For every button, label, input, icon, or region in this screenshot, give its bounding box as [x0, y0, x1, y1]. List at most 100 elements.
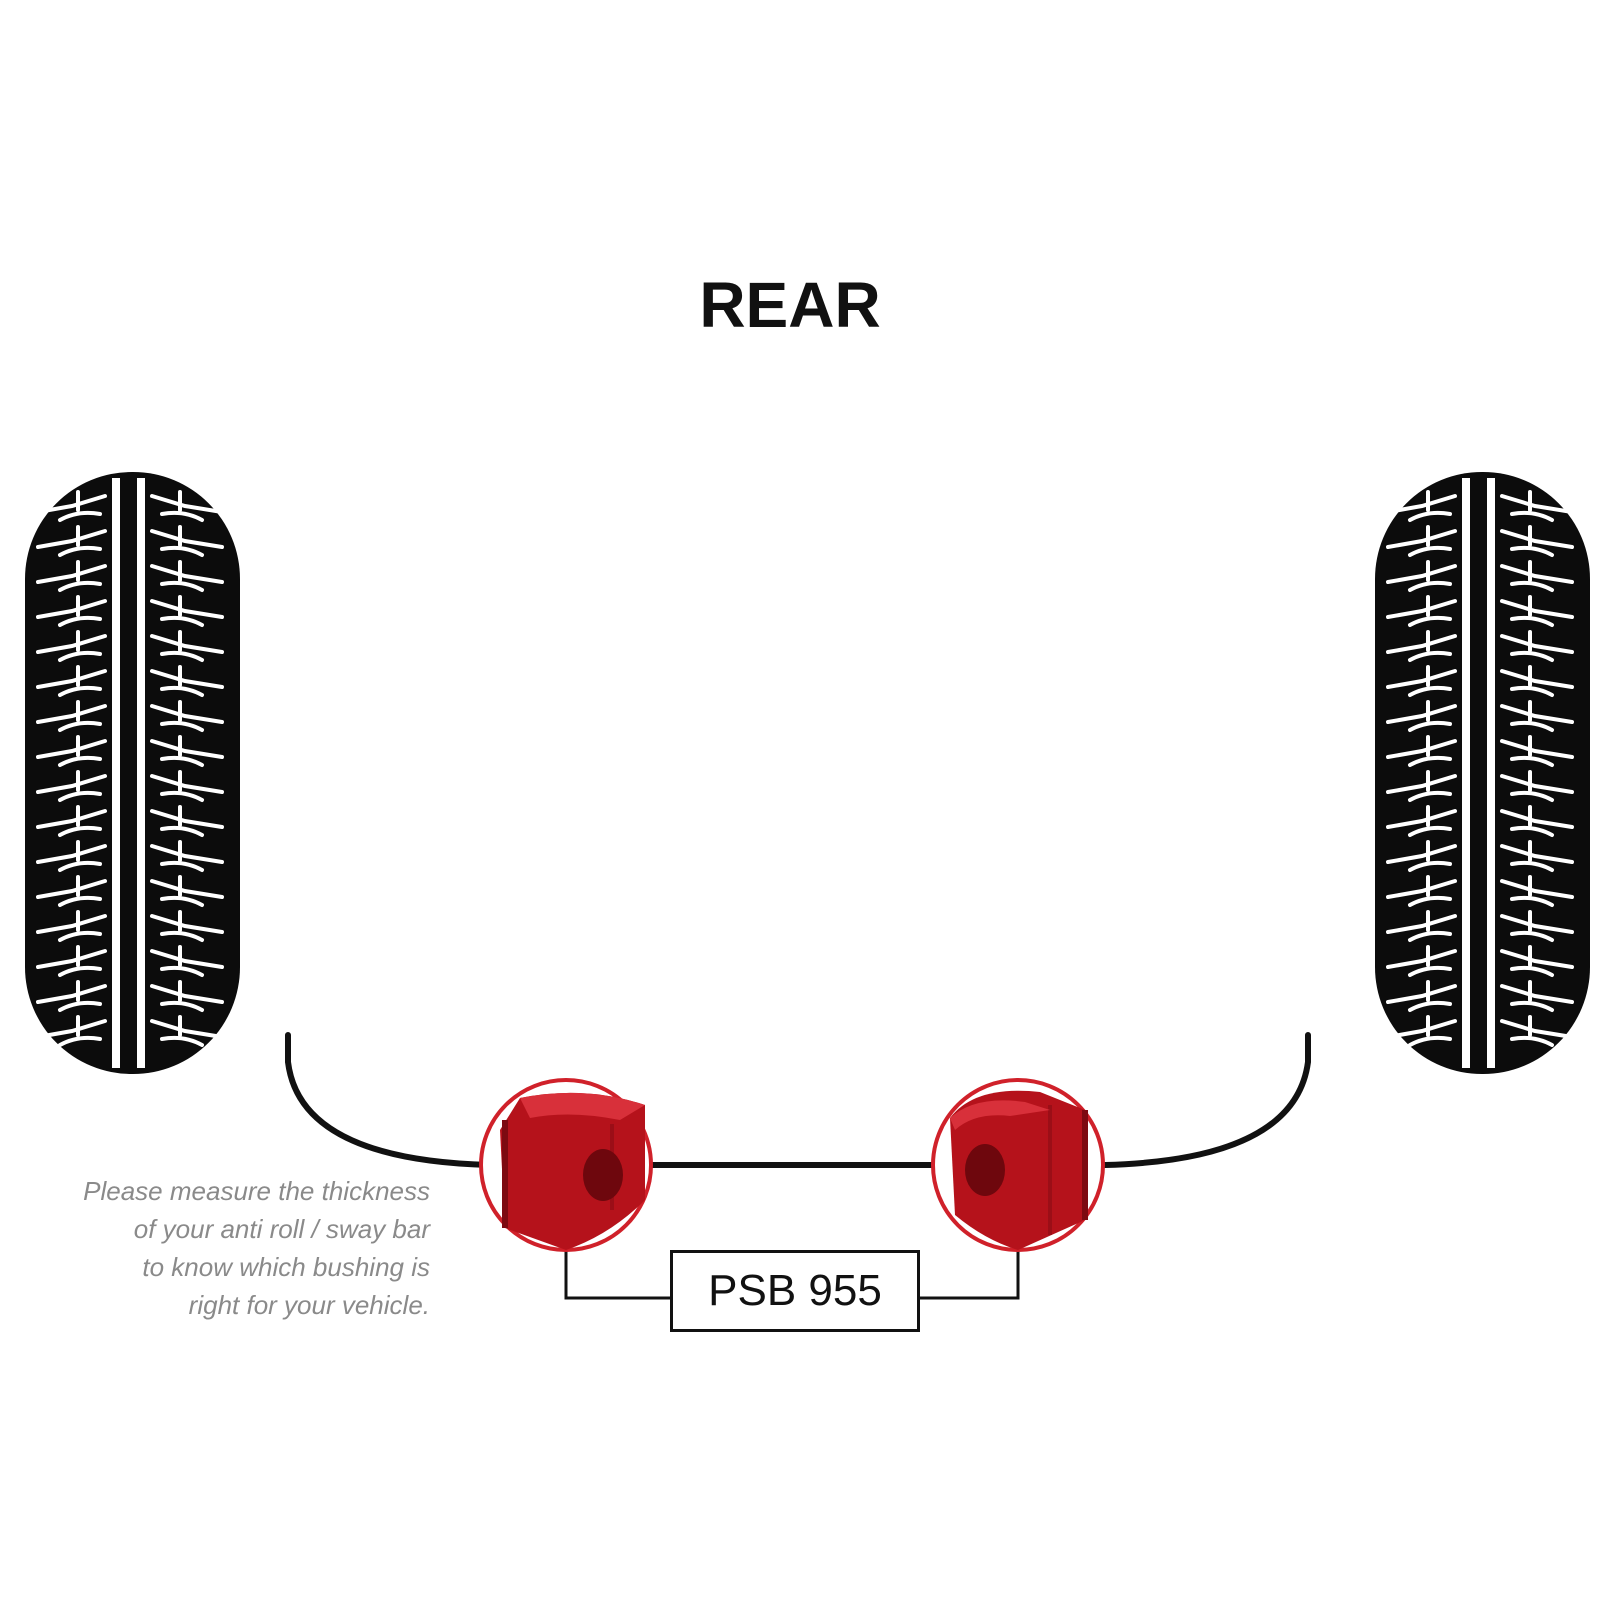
tread-sipe [160, 615, 204, 627]
tread-sipe [1408, 965, 1452, 977]
note-line: of your anti roll / sway bar [133, 1214, 430, 1244]
tread-sipe [160, 930, 204, 942]
leader-line-left [564, 1250, 670, 1300]
tread-sipe [1386, 879, 1457, 899]
note-line: Please measure the thickness [83, 1176, 430, 1206]
tread-sipe [1500, 844, 1574, 864]
tread-sipe [58, 790, 102, 802]
bushing-icon [931, 1078, 1105, 1252]
tread-sipe [36, 914, 107, 934]
tread-sipe [160, 965, 204, 977]
tread-sipe [1500, 809, 1574, 829]
tread-sipe [160, 895, 204, 907]
tread-sipe [36, 984, 107, 1004]
tread-sipe [36, 564, 107, 584]
tread-sipe [1500, 774, 1574, 794]
tread-sipe [1500, 599, 1574, 619]
tread-sipe [1500, 669, 1574, 689]
measurement-note: Please measure the thickness of your ant… [0, 1172, 430, 1324]
tread-sipe [1408, 1000, 1452, 1012]
tread-sipe [1510, 965, 1554, 977]
tread-sipe [1408, 615, 1452, 627]
tyre-icon [1375, 472, 1590, 1074]
tread-sipe [1510, 615, 1554, 627]
tread-sipe [1408, 790, 1452, 802]
tread-sipe [36, 844, 107, 864]
tread-sipe [1510, 790, 1554, 802]
note-line: to know which bushing is [142, 1252, 430, 1282]
tread-sipe [150, 774, 224, 794]
tread-sipe [1500, 914, 1574, 934]
tread-sipe [58, 895, 102, 907]
tread-sipe [1386, 634, 1457, 654]
tread-sipe [150, 739, 224, 759]
tread-sipe [1408, 895, 1452, 907]
tread-sipe [58, 545, 102, 557]
tread-sipe [150, 669, 224, 689]
tread-sipe [160, 545, 204, 557]
tread-sipe [36, 494, 107, 514]
tread-sipe [36, 634, 107, 654]
tread-sipe [1386, 739, 1457, 759]
tread-sipe [36, 879, 107, 899]
tread-sipe [1408, 1035, 1452, 1047]
tread-sipe [1500, 704, 1574, 724]
tread-sipe [1408, 860, 1452, 872]
tread-sipe [36, 949, 107, 969]
tread-sipe [1510, 895, 1554, 907]
tread-sipe [58, 1035, 102, 1047]
tread-sipe [150, 529, 224, 549]
tread-sipe [150, 844, 224, 864]
tyre-icon [25, 472, 240, 1074]
tread-sipe [1510, 510, 1554, 522]
tread-sipe [1386, 704, 1457, 724]
tread-sipe [150, 634, 224, 654]
tread-sipe [58, 510, 102, 522]
tread-sipe [160, 685, 204, 697]
tread-sipe [1500, 984, 1574, 1004]
tread-sipe [58, 580, 102, 592]
tread-sipe [1386, 984, 1457, 1004]
tread-sipe [58, 965, 102, 977]
tread-sipe [1408, 825, 1452, 837]
tread-sipe [1386, 529, 1457, 549]
tread-sipe [1386, 1019, 1457, 1039]
tread-sipe [150, 914, 224, 934]
tread-sipe [58, 930, 102, 942]
tread-sipe [1408, 510, 1452, 522]
tread-sipe [150, 879, 224, 899]
tread-sipe [160, 720, 204, 732]
tread-sipe [1510, 930, 1554, 942]
tread-sipe [1408, 685, 1452, 697]
tread-sipe [160, 755, 204, 767]
tread-sipe [1408, 720, 1452, 732]
tread-sipe [1500, 949, 1574, 969]
tread-sipe [150, 704, 224, 724]
tread-sipe [1386, 564, 1457, 584]
tread-sipe [1386, 774, 1457, 794]
tread-sipe [58, 685, 102, 697]
tread-sipe [160, 1000, 204, 1012]
tread-sipe [1510, 1000, 1554, 1012]
note-line: right for your vehicle. [188, 1290, 430, 1320]
tread-sipe [1510, 860, 1554, 872]
tread-sipe [1510, 755, 1554, 767]
tread-sipe [150, 809, 224, 829]
tread-sipe [36, 704, 107, 724]
tread-sipe [150, 564, 224, 584]
tread-sipe [1500, 634, 1574, 654]
tread-sipe [1386, 949, 1457, 969]
tread-sipe [1408, 755, 1452, 767]
tread-sipe [58, 615, 102, 627]
tread-sipe [58, 1000, 102, 1012]
tread-sipe [1386, 914, 1457, 934]
tread-sipe [160, 825, 204, 837]
part-number-label: PSB 955 [670, 1250, 920, 1332]
tread-sipe [150, 1019, 224, 1039]
tread-sipe [36, 774, 107, 794]
tread-sipe [1386, 669, 1457, 689]
tread-sipe [150, 984, 224, 1004]
tread-sipe [1510, 650, 1554, 662]
tread-sipe [1408, 545, 1452, 557]
